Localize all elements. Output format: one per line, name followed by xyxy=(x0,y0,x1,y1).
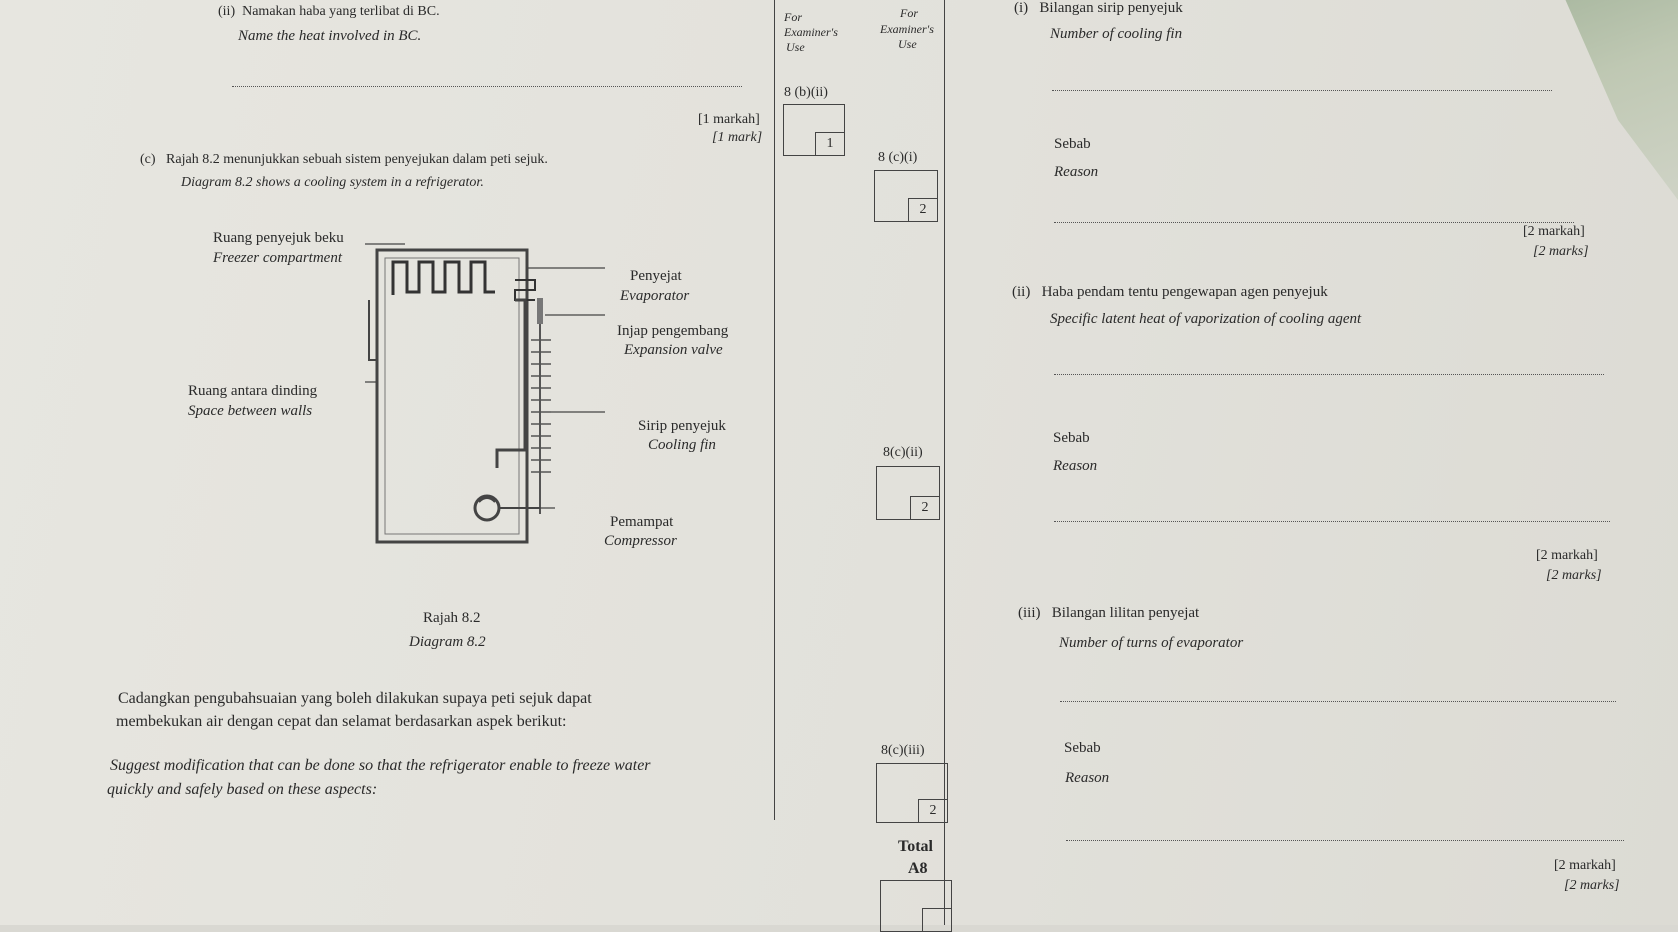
score-value-b-ii: 1 xyxy=(815,132,844,155)
score-value-c-i: 2 xyxy=(908,198,937,221)
reason-ms-c-i: Sebab xyxy=(1054,136,1091,152)
question-marker: (ii) xyxy=(1012,284,1031,300)
mark-ms-c-i: [2 markah] xyxy=(1523,224,1585,239)
question-c-iii: (iii) Bilangan lilitan penyejat xyxy=(1018,605,1199,622)
label-compressor-ms: Pemampat xyxy=(610,514,674,530)
refrigerator-diagram xyxy=(365,243,605,544)
question-b-ii-en: Name the heat involved in BC. xyxy=(238,28,422,44)
answer-line-c-iii[interactable] xyxy=(1060,701,1616,702)
reason-line-c-i[interactable] xyxy=(1054,222,1574,223)
reason-en-c-ii: Reason xyxy=(1053,458,1098,474)
expansion-valve xyxy=(537,298,543,324)
question-c-ii-en: Specific latent heat of vaporization of … xyxy=(1050,311,1362,327)
label-freezer-ms: Ruang penyejuk beku xyxy=(213,230,344,246)
page-curl xyxy=(1565,0,1678,200)
reason-line-c-iii[interactable] xyxy=(1066,840,1624,841)
reason-ms-c-iii: Sebab xyxy=(1064,740,1101,756)
question-marker: (ii) xyxy=(218,4,236,19)
label-freezer-en: Freezer compartment xyxy=(213,250,342,266)
label-walls-en: Space between walls xyxy=(188,403,313,419)
cooling-fins xyxy=(531,339,551,473)
code-c-ii: 8(c)(ii) xyxy=(883,445,923,460)
mark-en-b-ii: [1 mark] xyxy=(712,130,763,145)
total-code: A8 xyxy=(908,860,928,877)
label-walls-ms: Ruang antara dinding xyxy=(188,383,318,399)
label-compressor-en: Compressor xyxy=(604,533,677,549)
reason-en-c-iii: Reason xyxy=(1065,770,1110,786)
score-box-c-iii[interactable]: 2 xyxy=(876,763,948,823)
label-fin-en: Cooling fin xyxy=(648,437,716,453)
outer-wall xyxy=(375,248,529,544)
label-fin-ms: Sirip penyejuk xyxy=(638,418,726,434)
question-text-ms: Namakan haba yang terlibat di BC. xyxy=(242,4,440,19)
examiners-label-2: Examiner's xyxy=(880,22,934,36)
evaporator-pipe xyxy=(514,279,536,301)
answer-line-c-ii[interactable] xyxy=(1054,374,1604,375)
code-c-i: 8 (c)(i) xyxy=(878,150,918,165)
examiners-label-1: Examiner's xyxy=(784,25,838,39)
question-marker: (c) xyxy=(140,152,156,167)
total-score-cell xyxy=(922,908,951,931)
question-text-ms: Rajah 8.2 menunjukkan sebuah sistem peny… xyxy=(166,152,548,167)
wall-gap xyxy=(368,300,377,361)
label-valve-en: Expansion valve xyxy=(624,342,723,358)
question-c-ii: (ii) Haba pendam tentu pengewapan agen p… xyxy=(1012,284,1328,301)
code-b-ii: 8 (b)(ii) xyxy=(784,85,828,100)
question-text-ms: Bilangan sirip penyejuk xyxy=(1039,0,1183,16)
for-label-1: For xyxy=(784,10,802,24)
question-marker: (i) xyxy=(1014,0,1029,16)
suggest-ms-1: Cadangkan pengubahsuaian yang boleh dila… xyxy=(118,690,592,707)
answer-line-b-ii[interactable] xyxy=(232,86,742,87)
question-c-iii-en: Number of turns of evaporator xyxy=(1059,635,1244,651)
question-text-ms: Haba pendam tentu pengewapan agen penyej… xyxy=(1041,284,1328,300)
question-c-en: Diagram 8.2 shows a cooling system in a … xyxy=(181,175,484,190)
answer-line-c-i[interactable] xyxy=(1052,90,1552,91)
caption-ms: Rajah 8.2 xyxy=(423,610,481,626)
score-box-c-i[interactable]: 2 xyxy=(874,170,938,222)
total-score-box[interactable] xyxy=(880,880,952,932)
question-c-i: (i) Bilangan sirip penyejuk xyxy=(1014,0,1183,17)
for-label-2: For xyxy=(900,6,918,20)
caption-en: Diagram 8.2 xyxy=(409,634,486,650)
code-c-iii: 8(c)(iii) xyxy=(881,743,925,758)
label-evaporator-ms: Penyejat xyxy=(630,268,682,284)
reason-line-c-ii[interactable] xyxy=(1054,521,1610,522)
mark-ms-c-iii: [2 markah] xyxy=(1554,858,1616,873)
evaporator-coil xyxy=(391,260,495,295)
suggest-en-1: Suggest modification that can be done so… xyxy=(110,757,651,774)
score-box-c-ii[interactable]: 2 xyxy=(876,466,940,520)
mark-en-c-i: [2 marks] xyxy=(1533,244,1589,259)
refrigerant-pipe xyxy=(495,298,527,468)
use-label-2: Use xyxy=(898,37,917,51)
label-evaporator-en: Evaporator xyxy=(620,288,690,304)
label-valve-ms: Injap pengembang xyxy=(617,323,729,339)
divider-left xyxy=(774,0,775,820)
mark-ms-c-ii: [2 markah] xyxy=(1536,548,1598,563)
reason-ms-c-ii: Sebab xyxy=(1053,430,1090,446)
total-label: Total xyxy=(898,838,933,855)
suggest-ms-2: membekukan air dengan cepat dan selamat … xyxy=(116,713,567,730)
question-c: (c) Rajah 8.2 menunjukkan sebuah sistem … xyxy=(140,152,548,168)
question-text-ms: Bilangan lilitan penyejat xyxy=(1051,605,1200,621)
inner-wall xyxy=(384,257,520,535)
question-b-ii: (ii) Namakan haba yang terlibat di BC. xyxy=(218,4,440,20)
question-c-i-en: Number of cooling fin xyxy=(1050,26,1183,42)
use-label-1: Use xyxy=(786,40,805,54)
suggest-en-2: quickly and safely based on these aspect… xyxy=(107,781,378,798)
mark-en-c-iii: [2 marks] xyxy=(1564,878,1620,893)
score-value-c-ii: 2 xyxy=(910,496,939,519)
score-box-b-ii[interactable]: 1 xyxy=(783,104,845,156)
mark-en-c-ii: [2 marks] xyxy=(1546,568,1602,583)
compressor xyxy=(473,494,501,522)
mark-ms-b-ii: [1 markah] xyxy=(698,112,760,127)
divider-right xyxy=(944,0,945,925)
reason-en-c-i: Reason xyxy=(1054,164,1099,180)
question-marker: (iii) xyxy=(1018,605,1041,621)
score-value-c-iii: 2 xyxy=(918,799,947,822)
